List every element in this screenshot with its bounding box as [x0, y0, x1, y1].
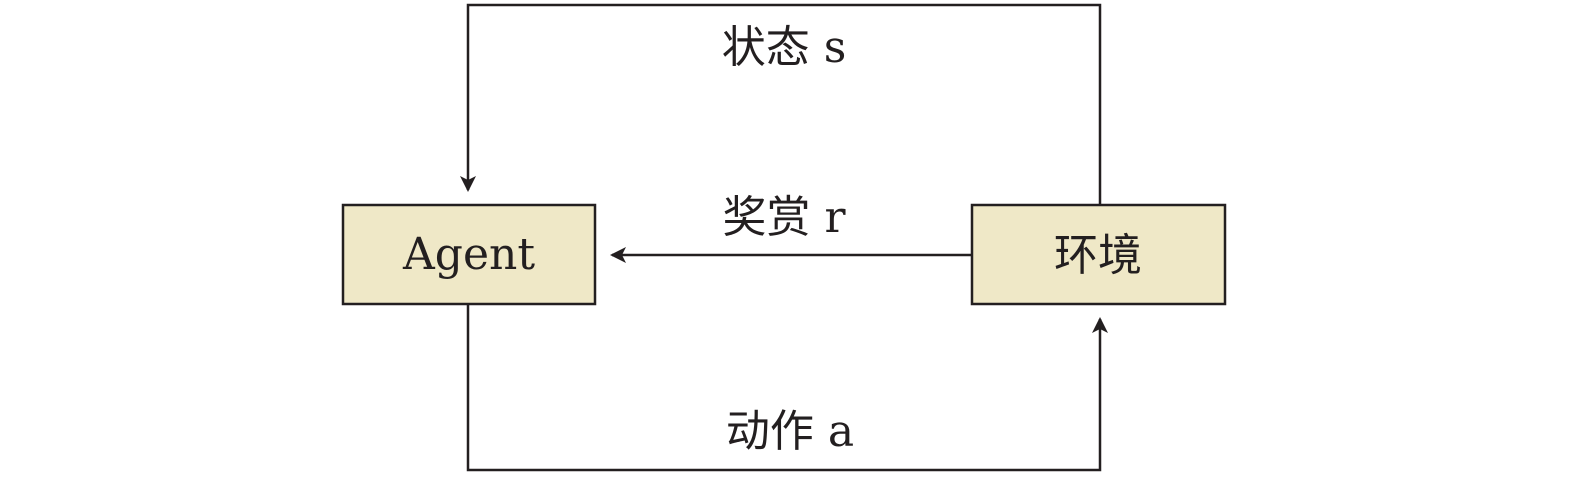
reward-edge-label: 奖赏 r	[722, 192, 846, 243]
action-edge-line	[466, 305, 1108, 472]
environment-label: 环境	[1054, 230, 1142, 281]
action-edge-label: 动作 a	[726, 406, 854, 457]
state-edge-label: 状态 s	[722, 22, 847, 73]
agent-node: Agent	[341, 203, 597, 306]
agent-box	[341, 203, 597, 306]
environment-node: 环境	[970, 203, 1227, 306]
environment-box	[970, 203, 1227, 306]
agent-label: Agent	[402, 229, 535, 280]
state-edge-line	[460, 3, 1102, 205]
